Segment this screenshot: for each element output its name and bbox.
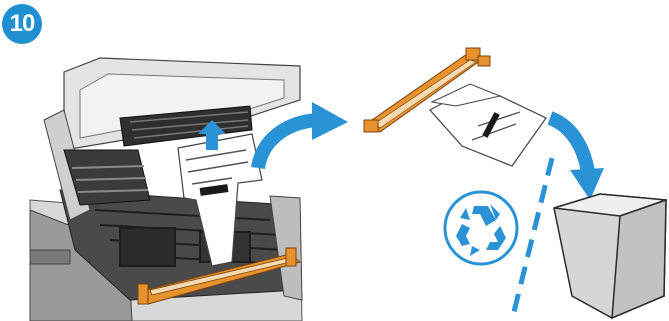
removed-frame-illustration (364, 48, 546, 166)
printer-illustration (30, 58, 302, 321)
printer-front-slot (30, 250, 70, 264)
dashed-divider (512, 158, 552, 320)
trash-bin-icon (554, 194, 666, 318)
trash-bin-side (612, 200, 666, 318)
curved-arrow-right-icon (258, 102, 348, 168)
curved-arrow-down-icon (550, 118, 604, 200)
recycle-icon (445, 192, 517, 264)
